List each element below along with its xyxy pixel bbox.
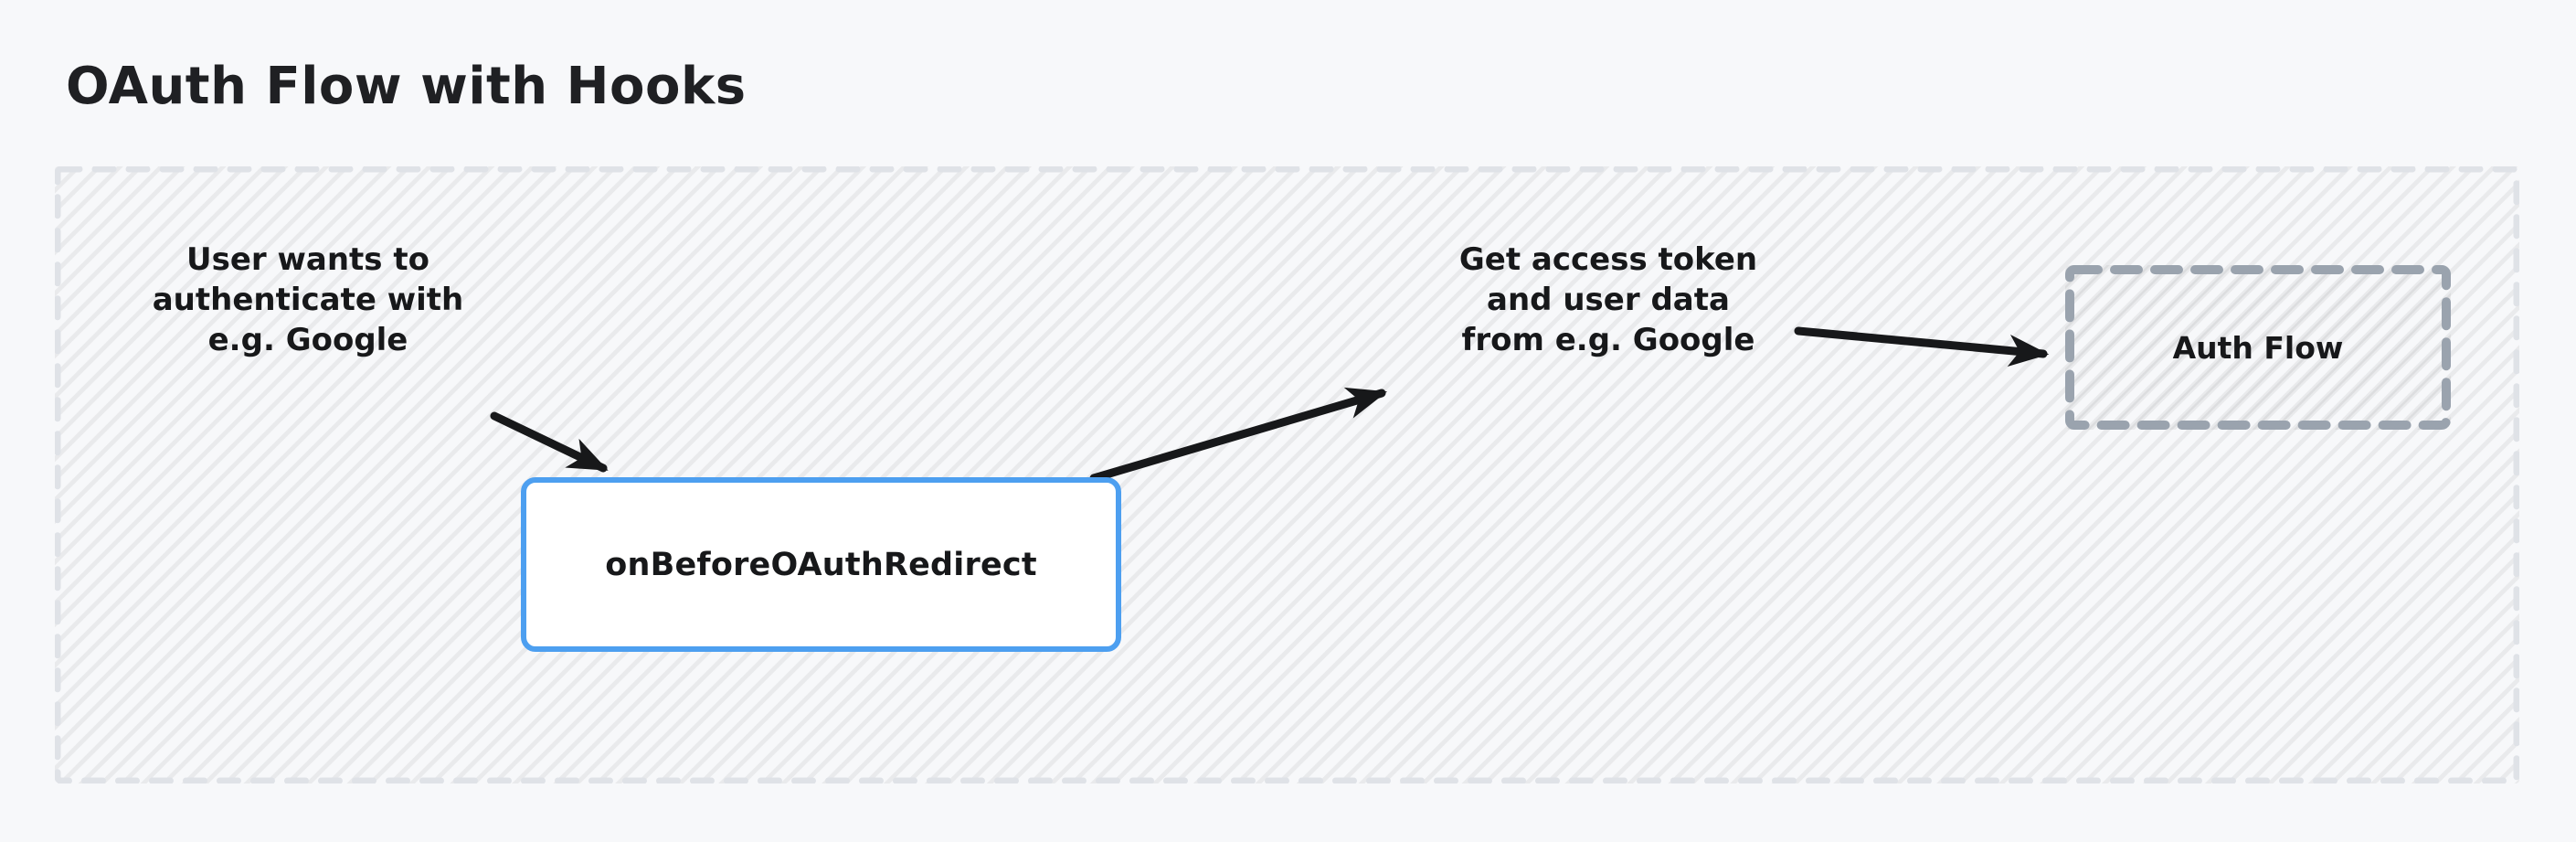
node-on-before-oauth-redirect[interactable]: onBeforeOAuthRedirect [521, 477, 1121, 652]
edge-label-get-access-token: Get access token and user data from e.g.… [1458, 241, 1758, 358]
page-title: OAuth Flow with Hooks [66, 57, 747, 116]
edge-label-user-authenticate: User wants to authenticate with e.g. Goo… [152, 241, 464, 358]
node-auth-flow[interactable]: Auth Flow [2065, 265, 2451, 430]
node-label: Auth Flow [2172, 329, 2344, 366]
node-label: onBeforeOAuthRedirect [605, 546, 1037, 583]
